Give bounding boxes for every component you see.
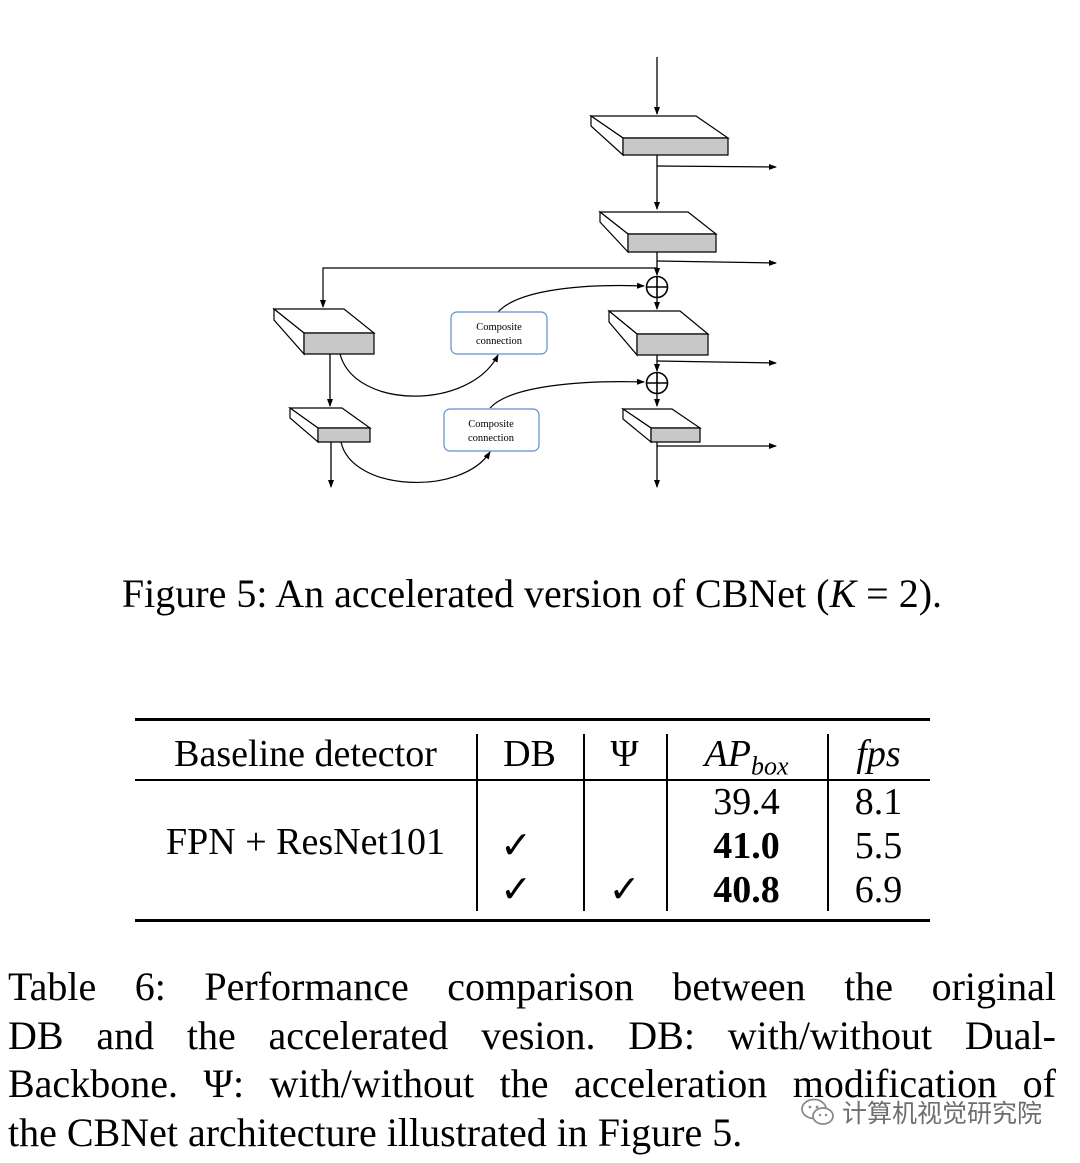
figure-caption-prefix: Figure 5: An accelerated version of CBNe… (121, 571, 830, 616)
curve-to-composite-1 (339, 353, 499, 397)
composite-connection-box-2: Composite connection (443, 408, 540, 452)
table-caption-line: Backbone. Ψ: with/without the accelerati… (8, 1061, 1056, 1106)
add-node-1 (645, 275, 669, 299)
table-caption-line: the CBNet architecture illustrated in Fi… (8, 1109, 743, 1155)
header-fps: fps (856, 733, 901, 775)
header-ap: APbox (666, 732, 827, 789)
table-caption-line: Table 6: Performance comparison between … (8, 964, 1056, 1009)
col-divider (476, 780, 478, 911)
figure-caption: Figure 5: An accelerated version of CBNe… (0, 570, 1064, 618)
add-node-2 (645, 371, 669, 395)
figure-caption-var: K (829, 571, 857, 616)
header-ap-main: AP (704, 733, 751, 775)
composite-label-line1: Composite (468, 419, 514, 430)
composite-label-line2: connection (468, 433, 515, 444)
col-divider (666, 734, 668, 780)
feedback-line (320, 267, 657, 308)
header-db: DB (503, 733, 556, 775)
lead-stage-3-block (607, 309, 710, 357)
psi-check-mark: ✓ (608, 869, 641, 911)
ap-value: 41.0 (713, 825, 780, 867)
header-ap-sub: box (750, 751, 789, 781)
table-top-rule (135, 718, 930, 721)
table-header-rule (135, 779, 930, 781)
lead-stage-1-output-arrow (656, 163, 777, 170)
composite-connection-box-1: Composite connection (450, 311, 548, 355)
composite-label-line1: Composite (476, 322, 522, 333)
curve-composite-2-to-add (489, 378, 645, 409)
fps-value: 6.9 (854, 869, 903, 911)
assistant-stage-1-block (272, 307, 376, 356)
baseline-value: FPN + ResNet101 (165, 821, 445, 863)
col-divider (827, 780, 829, 911)
lead-stage-2-block (598, 210, 718, 254)
composite-label-line2: connection (476, 336, 523, 347)
table-caption-line: DB and the accelerated vesion. DB: with/… (8, 1012, 1056, 1058)
fps-value: 5.5 (854, 825, 903, 867)
ap-value: 39.4 (713, 781, 780, 823)
lead-stage-4-block (621, 407, 702, 444)
db-check-mark: ✓ (500, 869, 532, 911)
assistant-stage-2-block (288, 406, 372, 444)
watermark: 计算机视觉研究院 (800, 1092, 1042, 1132)
header-psi: Ψ (610, 733, 639, 775)
col-divider (476, 734, 478, 780)
col-divider (583, 734, 585, 780)
curve-to-composite-2 (340, 441, 491, 484)
curve-composite-1-to-add (497, 282, 645, 313)
db-check-mark: ✓ (500, 825, 532, 867)
figure-caption-rest: = 2). (856, 571, 943, 616)
table-caption: Table 6: Performance comparison between … (8, 963, 1056, 1157)
lead-stage-3-output-arrow (656, 359, 777, 366)
header-baseline: Baseline detector (174, 733, 437, 775)
results-table: Baseline detector DB Ψ APbox fps FPN + R… (135, 718, 930, 923)
watermark-text: 计算机视觉研究院 (842, 1099, 1043, 1128)
col-divider (583, 780, 585, 911)
table-bottom-rule (135, 919, 930, 922)
ap-value: 40.8 (713, 869, 780, 911)
cbnet-diagram: Composite connection Composite connectio… (272, 57, 777, 488)
lead-stage-2-output-arrow (656, 259, 777, 266)
col-divider (666, 780, 668, 911)
col-divider (827, 734, 829, 780)
fps-value: 8.1 (854, 781, 903, 823)
lead-stage-1-block (589, 114, 730, 157)
wechat-icon (801, 1098, 834, 1125)
